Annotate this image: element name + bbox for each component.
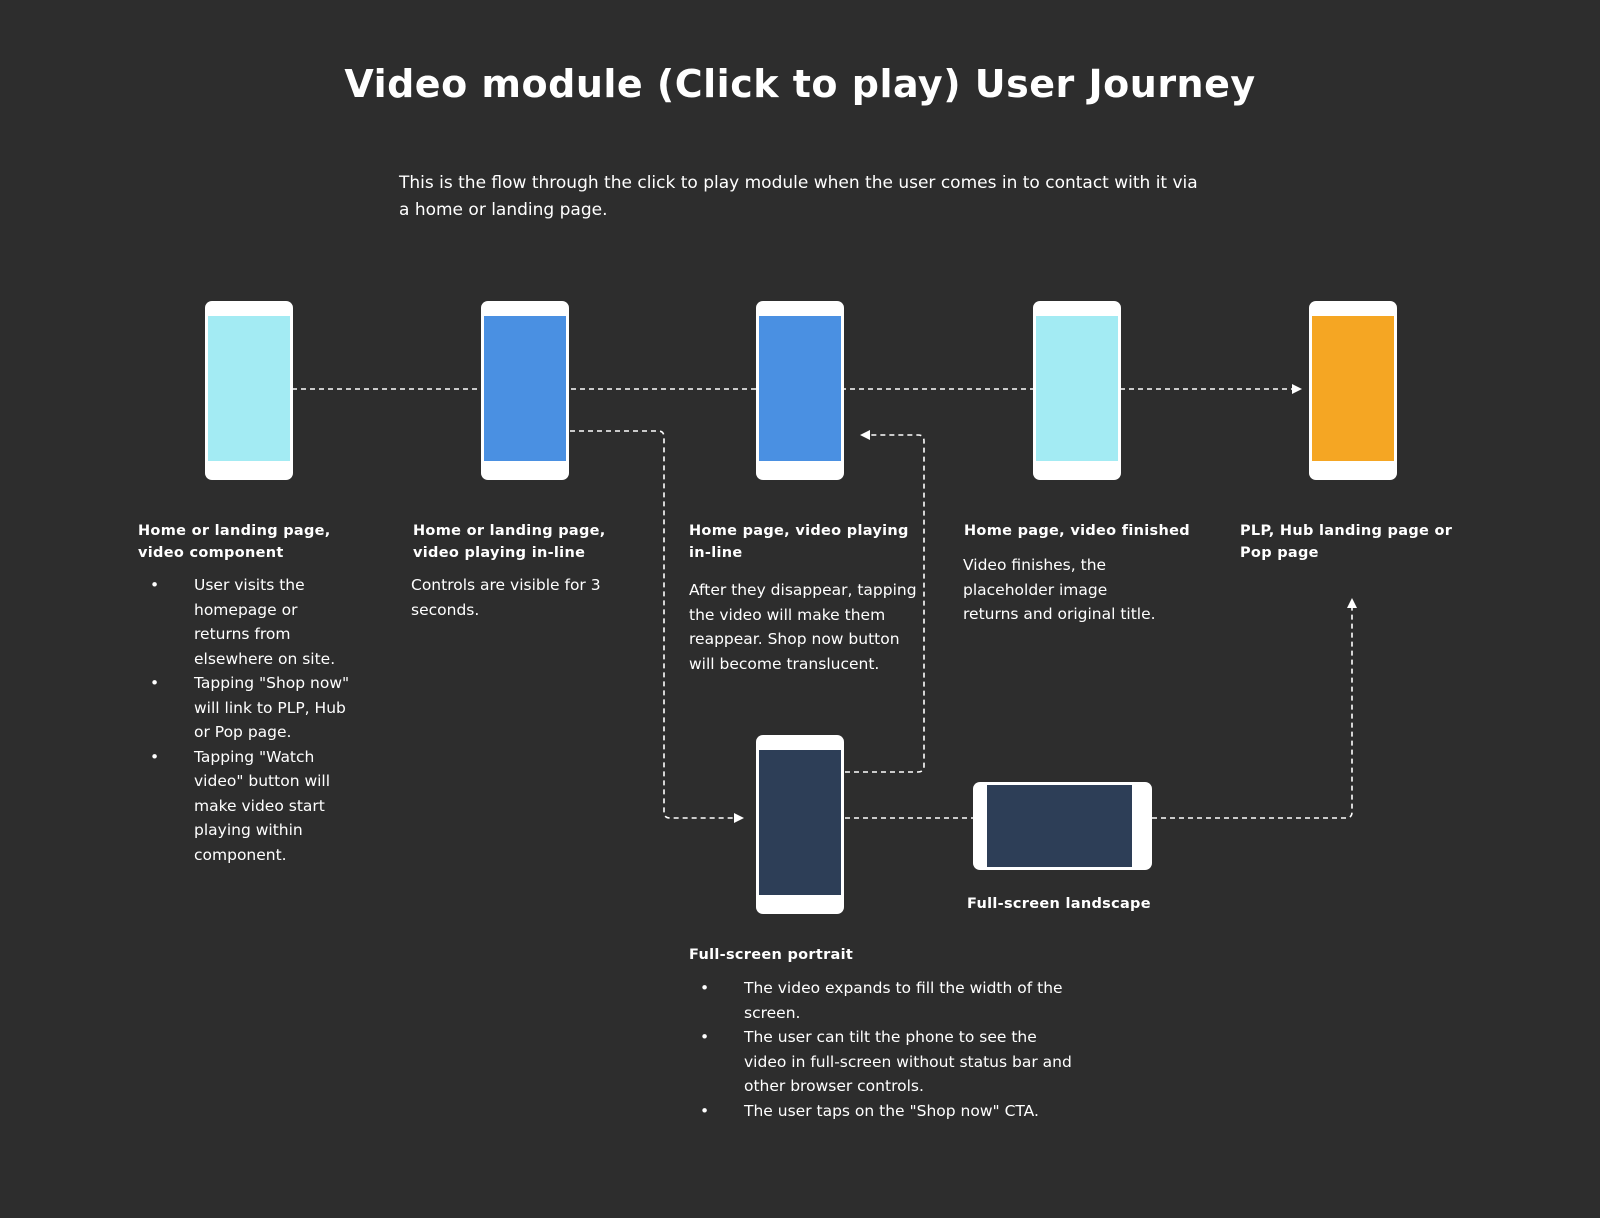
step-label-inline-controls-hidden: Home page, video playing in-line [689,523,909,561]
step-label-fullscreen-landscape: Full-screen landscape [967,896,1151,912]
list-item: The video expands to fill the width of t… [700,976,1084,1025]
phone-fullscreen-portrait [756,735,844,914]
phone-screen [759,750,841,895]
step-label-fullscreen-portrait: Full-screen portrait [689,947,854,963]
list-item: Tapping "Shop now" will link to PLP, Hub… [150,671,354,745]
phone-screen [759,316,841,461]
page-title: Video module (Click to play) User Journe… [344,62,1256,106]
step-label-video-finished: Home page, video finished [964,523,1190,539]
step-description-video-finished: Video finishes, the placeholder image re… [963,556,1156,623]
phone-screen [484,316,566,461]
connector-to-fullscreen-portrait [570,430,744,823]
phone-fullscreen-landscape [973,782,1152,870]
step-description-inline-playing: Controls are visible for 3 seconds. [411,576,601,619]
phone-inline-playing [481,301,569,480]
connector-landscape-to-plp [1152,598,1357,819]
step-description-inline-controls-hidden: After they disappear, tapping the video … [689,581,917,673]
phone-plp-hub-pop [1309,301,1397,480]
step-description-home-video-component: User visits the homepage or returns from… [150,573,354,868]
step-label-home-video-component: Home or landing page, video component [138,523,331,561]
phone-inline-controls-hidden [756,301,844,480]
phone-screen [1036,316,1118,461]
step-description-fullscreen-portrait: The video expands to fill the width of t… [700,976,1084,1124]
step-label-inline-playing: Home or landing page, video playing in-l… [413,523,606,561]
phone-screen [208,316,290,461]
bullet-list: User visits the homepage or returns from… [150,573,354,868]
bullet-list: The video expands to fill the width of t… [700,976,1084,1124]
intro-text: This is the flow through the click to pl… [399,173,1198,220]
phone-screen [987,785,1132,867]
list-item: User visits the homepage or returns from… [150,573,354,671]
list-item: The user can tilt the phone to see the v… [700,1025,1084,1099]
phone-screen [1312,316,1394,461]
list-item: The user taps on the "Shop now" CTA. [700,1099,1084,1124]
phone-video-finished [1033,301,1121,480]
phone-home-video-component [205,301,293,480]
connector-return-inline [845,430,925,773]
step-label-plp-hub-pop: PLP, Hub landing page or Pop page [1240,523,1453,561]
list-item: Tapping "Watch video" button will make v… [150,745,354,868]
